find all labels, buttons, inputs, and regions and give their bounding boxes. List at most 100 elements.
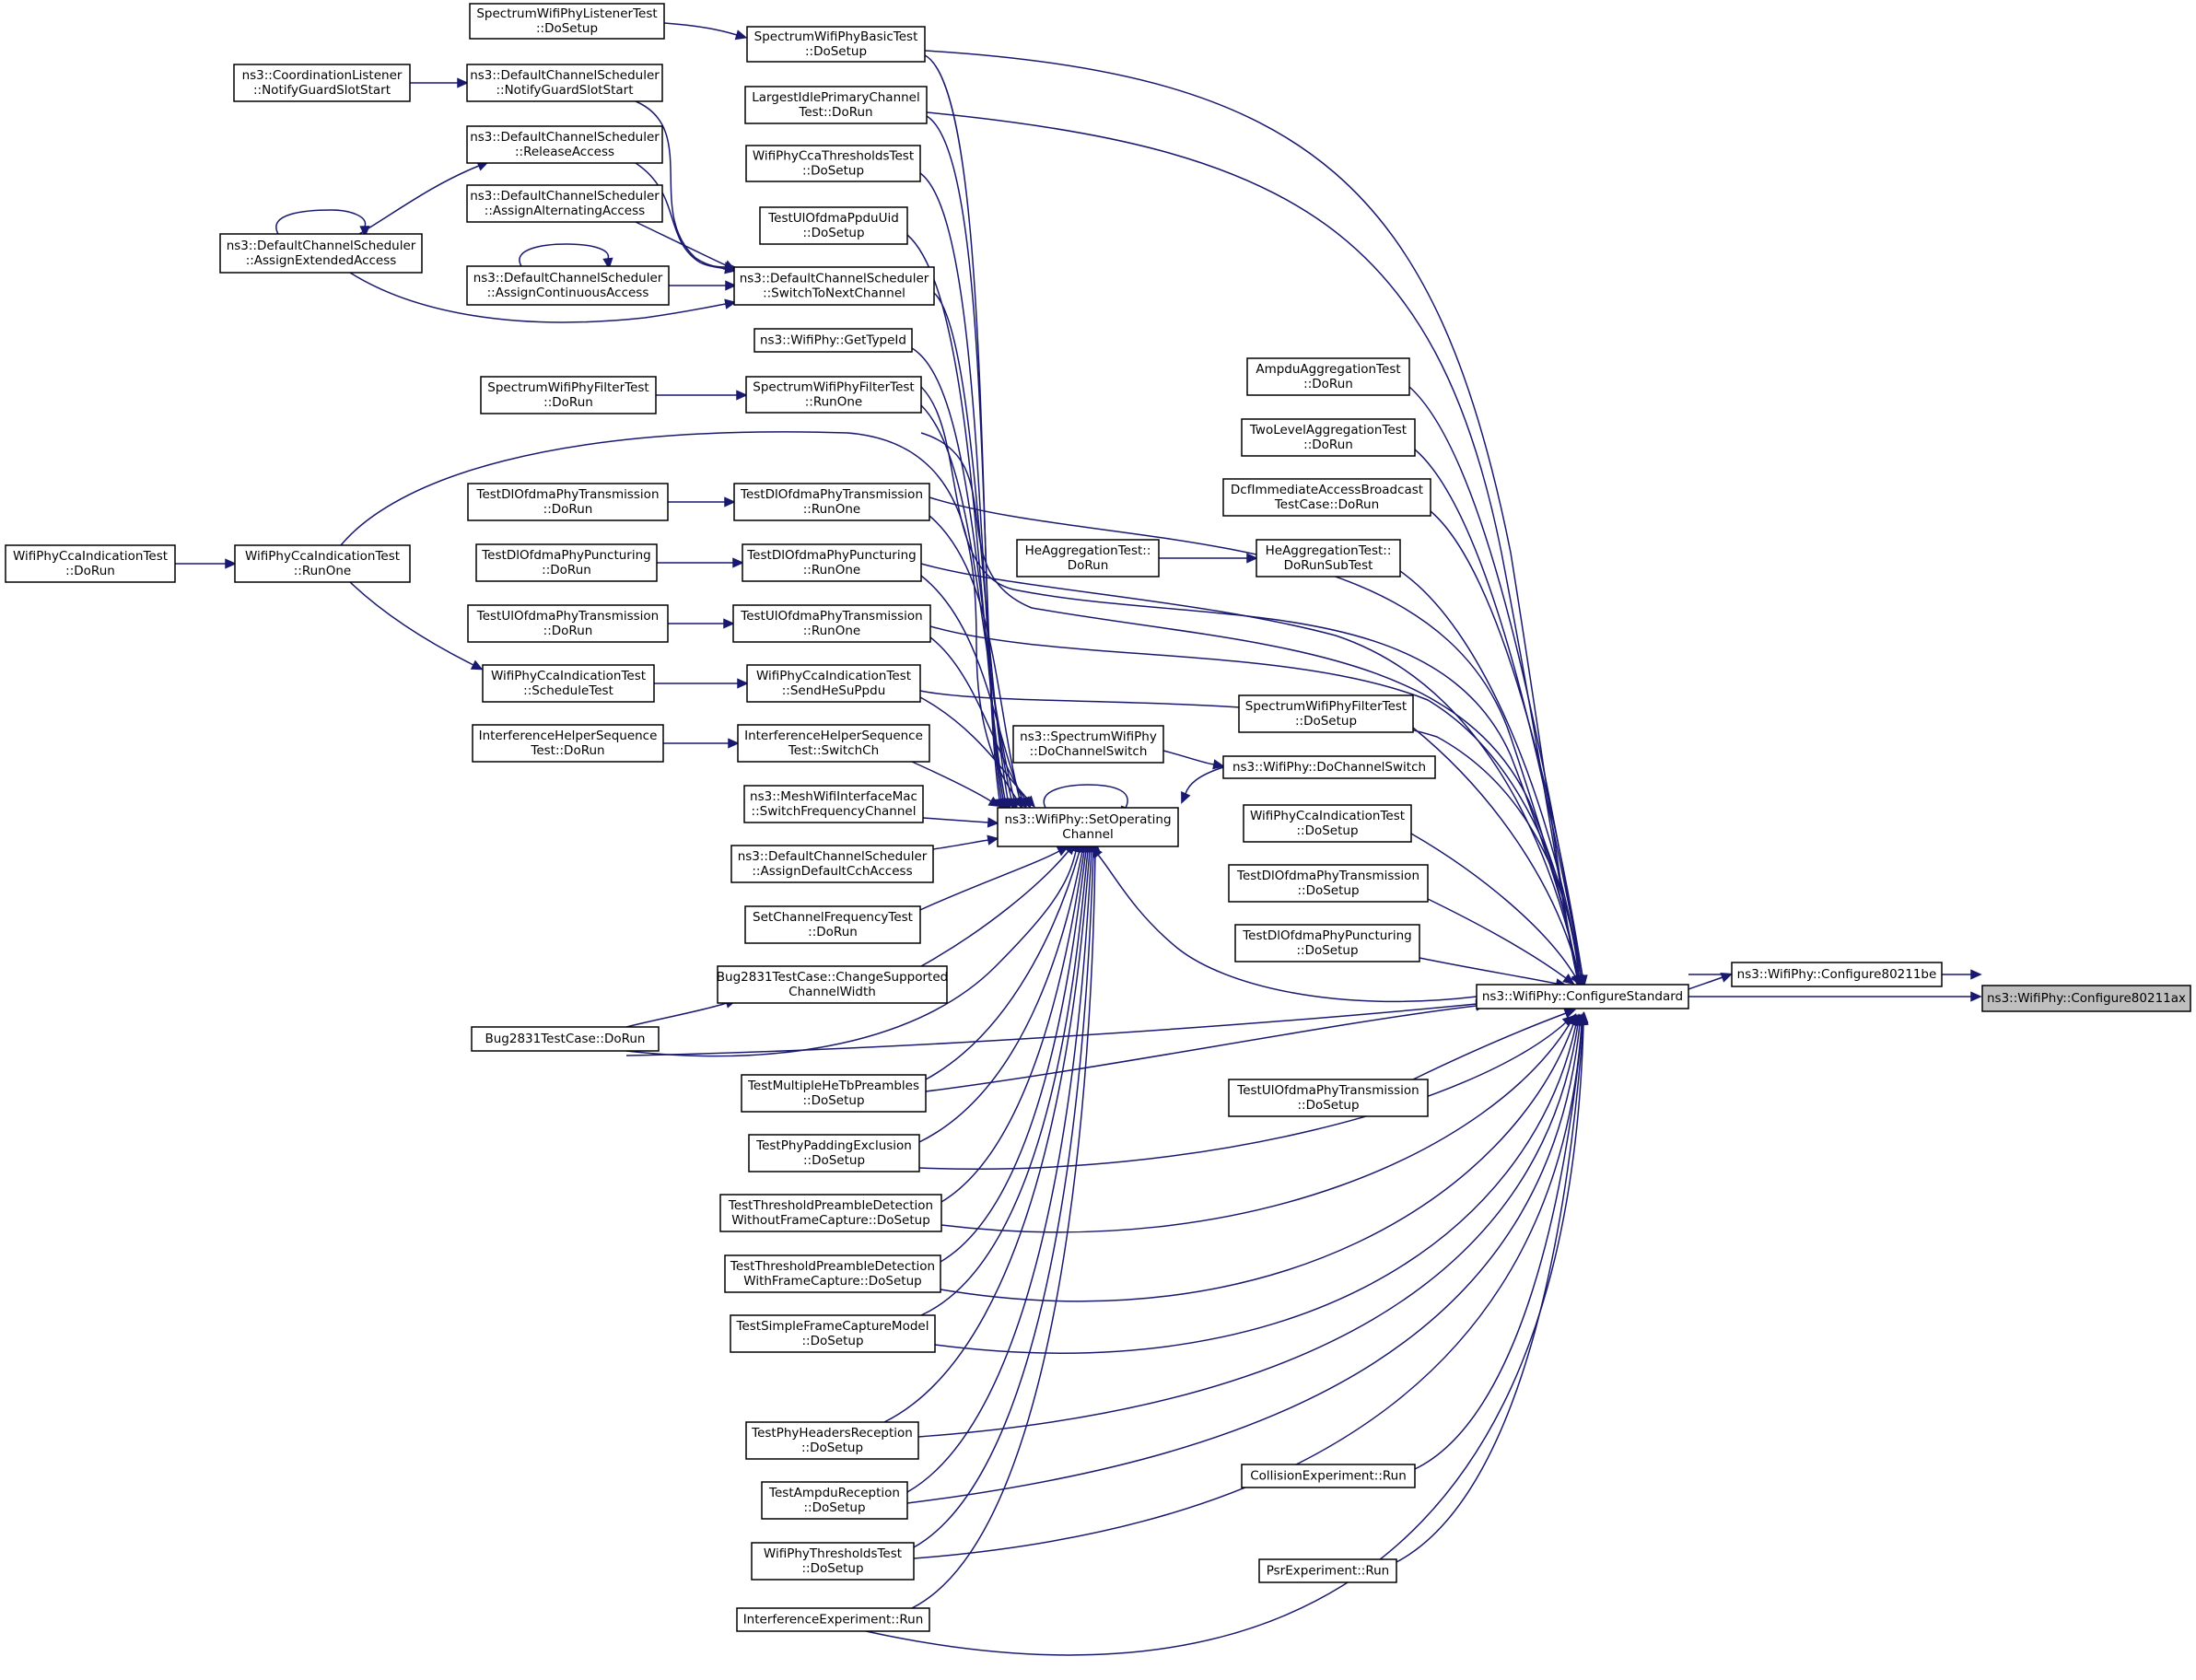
function-node[interactable]: ns3::WifiPhy::Configure80211be [1731,962,1943,987]
function-node[interactable]: WifiPhyCcaIndicationTest::ScheduleTest [482,664,655,703]
node-label: ns3::WifiPhy::GetTypeId [760,333,906,348]
arrowhead-icon [725,280,737,291]
function-node[interactable]: ns3::DefaultChannelScheduler::NotifyGuar… [466,64,663,102]
edge-line [1414,1021,1583,1470]
function-node[interactable]: SpectrumWifiPhyFilterTest::RunOne [745,376,922,414]
function-node[interactable]: TestUlOfdmaPhyTransmission::DoRun [467,604,669,643]
call-edge [625,998,1488,1056]
function-node[interactable]: SpectrumWifiPhyBasicTest::DoSetup [746,26,926,63]
function-node[interactable]: TestDlOfdmaPhyTransmission::DoSetup [1228,864,1429,903]
function-node[interactable]: InterferenceExperiment::Run [736,1607,930,1632]
function-node[interactable]: Bug2831TestCase::DoRun [471,1026,660,1052]
function-node[interactable]: ns3::WifiPhy::ConfigureStandard [1476,984,1689,1009]
function-node[interactable]: ns3::DefaultChannelScheduler::SwitchToNe… [733,266,935,306]
call-edge [1181,766,1224,804]
function-node[interactable]: TestSimpleFrameCaptureModel::DoSetup [730,1314,936,1353]
function-node[interactable]: ns3::DefaultChannelScheduler::ReleaseAcc… [466,125,663,164]
function-node[interactable]: SpectrumWifiPhyFilterTest::DoSetup [1238,694,1414,733]
node-label: TestUlOfdmaPhyTransmission [1236,1083,1419,1098]
node-box [745,376,922,414]
node-box [1228,864,1429,903]
function-node[interactable]: TestThresholdPreambleDetectionWithFrameC… [724,1254,941,1293]
function-node[interactable]: TestThresholdPreambleDetectionWithoutFra… [719,1194,942,1232]
function-node[interactable]: TestPhyHeadersReception::DoSetup [745,1421,919,1460]
function-node[interactable]: AmpduAggregationTest::DoRun [1246,357,1410,396]
call-edge [929,636,1032,809]
function-node[interactable]: SpectrumWifiPhyListenerTest::DoSetup [469,3,665,40]
function-node[interactable]: TestDlOfdmaPhyPuncturing::RunOne [742,543,922,582]
node-label: WifiPhyCcaThresholdsTest [753,149,914,164]
function-node[interactable]: PsrExperiment::Run [1258,1558,1397,1583]
arrowhead-icon [1970,991,1982,1002]
function-node[interactable]: ns3::DefaultChannelScheduler::AssignExte… [219,233,423,274]
node-label: ::DoSetup [805,44,867,59]
function-node[interactable]: WifiPhyCcaThresholdsTest::DoSetup [745,145,921,182]
function-node[interactable]: ns3::MeshWifiInterfaceMac::SwitchFrequen… [743,785,924,823]
function-node[interactable]: Bug2831TestCase::ChangeSupportedChannelW… [717,965,948,1004]
function-node[interactable]: ns3::WifiPhy::GetTypeId [753,328,913,353]
function-node[interactable]: SetChannelFrequencyTest::DoRun [744,905,921,944]
function-node[interactable]: TestDlOfdmaPhyTransmission::DoRun [467,483,669,521]
node-label: TestThresholdPreambleDetection [728,1198,933,1213]
function-node[interactable]: CollisionExperiment::Run [1241,1464,1416,1488]
call-edge [669,280,737,291]
root-node[interactable]: ns3::WifiPhy::Configure80211ax [1981,985,2191,1012]
function-node[interactable]: TwoLevelAggregationTest::DoRun [1241,418,1416,457]
function-node[interactable]: WifiPhyThresholdsTest::DoSetup [751,1542,915,1581]
call-edge [1688,969,1982,980]
function-node[interactable]: TestUlOfdmaPhyTransmission::DoSetup [1228,1079,1429,1117]
function-node[interactable]: TestUlOfdmaPhyTransmission::RunOne [732,604,931,643]
function-node[interactable]: SpectrumWifiPhyFilterTest::DoRun [480,376,657,414]
node-label: TestDlOfdmaPhyTransmission [1236,869,1419,883]
function-node[interactable]: WifiPhyCcaIndicationTest::DoSetup [1243,804,1412,843]
node-label: ::DoSetup [802,1093,864,1108]
function-node[interactable]: HeAggregationTest::DoRunSubTest [1256,539,1401,578]
call-edge [925,1000,1488,1092]
edge-line [920,575,1023,800]
function-node[interactable]: TestAmpduReception::DoSetup [761,1481,908,1520]
node-label: TwoLevelAggregationTest [1249,423,1407,438]
node-label: ns3::CoordinationListener [242,68,403,83]
function-node[interactable]: ns3::DefaultChannelScheduler::AssignDefa… [730,845,934,883]
function-node[interactable]: TestPhyPaddingExclusion::DoSetup [748,1134,920,1172]
edge-line [1162,750,1215,765]
function-node[interactable]: ns3::SpectrumWifiPhy::DoChannelSwitch [1012,725,1164,764]
function-node[interactable]: WifiPhyCcaIndicationTest::SendHeSuPpdu [746,664,921,703]
node-label: ::DoChannelSwitch [1030,744,1148,759]
function-node[interactable]: TestUlOfdmaPpduUid::DoSetup [759,206,908,245]
function-node[interactable]: HeAggregationTest::DoRun [1016,539,1160,578]
node-box [5,544,176,583]
function-node[interactable]: TestMultipleHeTbPreambles::DoSetup [741,1074,927,1113]
node-box [761,1481,908,1520]
node-box [1981,985,2191,1012]
arrowhead-icon [734,29,748,41]
function-node[interactable]: ns3::CoordinationListener::NotifyGuardSl… [233,64,411,102]
function-node[interactable]: TestDlOfdmaPhyPuncturing::DoSetup [1234,924,1420,962]
function-node[interactable]: DcfImmediateAccessBroadcastTestCase::DoR… [1222,478,1431,517]
function-node[interactable]: ns3::WifiPhy::DoChannelSwitch [1222,755,1436,779]
node-box [1016,539,1160,578]
node-box [753,328,913,353]
edge-line [929,636,1026,800]
call-edge [275,209,370,238]
call-edge [932,834,999,850]
node-box [732,604,931,643]
function-node[interactable]: ns3::DefaultChannelScheduler::AssignCont… [466,265,670,306]
edge-line [929,515,1021,800]
node-label: ::NotifyGuardSlotStart [496,83,633,98]
node-label: ::RunOne [803,624,860,638]
function-node[interactable]: WifiPhyCcaIndicationTest::RunOne [234,544,411,583]
function-node[interactable]: TestDlOfdmaPhyTransmission::RunOne [733,483,930,521]
function-node[interactable]: ns3::DefaultChannelScheduler::AssignAlte… [466,184,663,223]
call-edge [1412,1008,1577,1080]
node-box [759,206,908,245]
arrowhead-icon [1246,553,1258,564]
function-node[interactable]: WifiPhyCcaIndicationTest::DoRun [5,544,176,583]
function-node[interactable]: TestDlOfdmaPhyPuncturing::DoRun [475,543,658,582]
arrowhead-icon [987,817,999,828]
arrowhead-icon [736,390,748,401]
